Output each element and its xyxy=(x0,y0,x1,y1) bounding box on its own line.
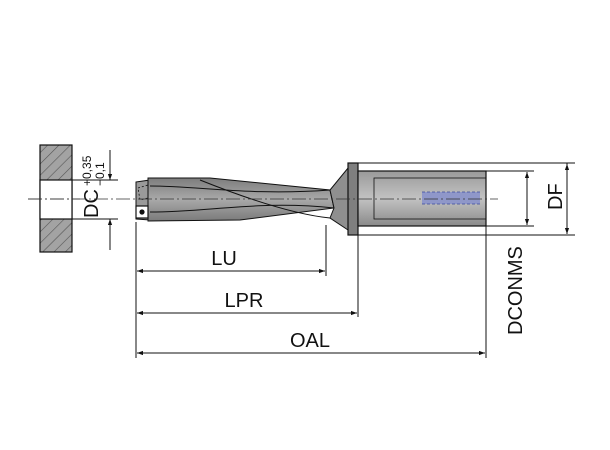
lu-label: LU xyxy=(211,248,237,270)
dc-tolerance-lower: −0,1 xyxy=(93,162,107,186)
shank-bore xyxy=(373,177,487,220)
dconms-dimension: DCONMS xyxy=(486,170,534,335)
coolant-channel xyxy=(422,192,480,204)
dc-tolerance-upper: +0,35 xyxy=(80,155,94,186)
df-label: DF xyxy=(545,183,567,210)
length-dimensions: LU LPR OAL xyxy=(135,222,487,358)
section-view xyxy=(28,144,80,253)
flute-line-3 xyxy=(199,179,331,219)
flute-line-2 xyxy=(149,204,335,213)
insert-screw xyxy=(139,209,145,215)
df-dimension: DF xyxy=(358,162,575,236)
drill-tool xyxy=(28,162,498,236)
section-bore xyxy=(39,179,73,220)
flute-line-1 xyxy=(149,185,331,193)
dc-dimension: DC +0,35 −0,1 xyxy=(72,150,118,250)
dc-label: DC xyxy=(81,189,103,218)
lpr-label: LPR xyxy=(225,290,264,312)
dconms-label: DCONMS xyxy=(505,246,527,335)
oal-label: OAL xyxy=(290,330,330,352)
